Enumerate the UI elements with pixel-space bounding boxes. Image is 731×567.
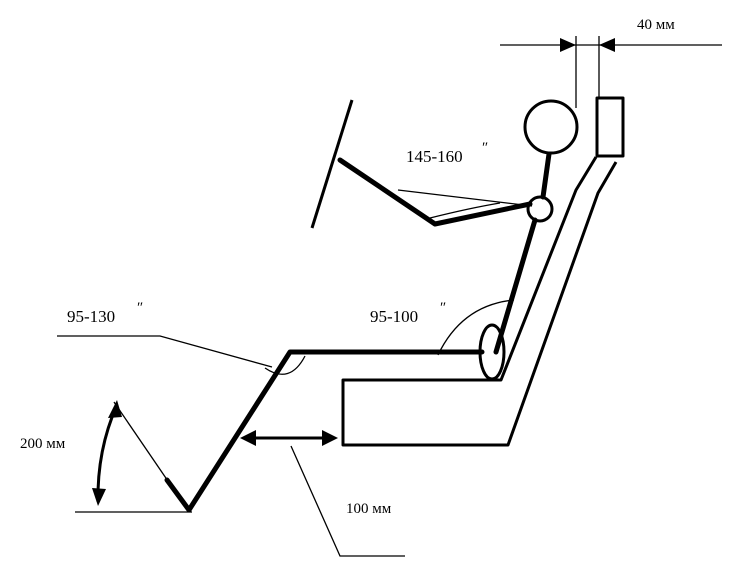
knee-angle-arc: [264, 355, 306, 375]
seat-distance-leader: [290, 445, 405, 557]
head-clearance-label: 40 мм: [637, 17, 675, 33]
leg: [164, 349, 485, 513]
elbow-angle-guide: [397, 189, 533, 207]
arm: [337, 157, 533, 227]
seat-distance-label: 100 мм: [346, 501, 392, 517]
steering-wheel: [310, 99, 354, 229]
neck: [540, 151, 552, 200]
knee-angle-label: 95-130: [67, 307, 115, 326]
pedal-travel-leader: [113, 401, 186, 507]
elbow-angle-label: 145-160: [406, 147, 463, 166]
pedal-arrow-bottom: [92, 488, 106, 506]
pedal-travel-label: 200 мм: [20, 436, 66, 452]
seat-distance-arrow-right: [322, 430, 338, 446]
pedal-arrow-top: [108, 400, 122, 418]
hip-degree-mark: ″: [440, 300, 446, 316]
head: [523, 99, 579, 155]
hip-angle-label: 95-100: [370, 307, 418, 326]
elbow-degree-mark: ″: [482, 140, 488, 156]
clearance-arrow-right: [599, 38, 615, 52]
clearance-arrow-left: [560, 38, 576, 52]
seat-distance-arrow-left: [240, 430, 256, 446]
knee-degree-mark: ″: [137, 300, 143, 316]
headrest: [595, 96, 625, 158]
pedal-travel-arc: [96, 404, 119, 503]
elbow-angle-arc: [429, 202, 501, 219]
torso: [493, 217, 538, 355]
hip-angle-arc: [437, 299, 515, 356]
knee-angle-leader: [57, 335, 273, 368]
shoulder-joint: [526, 195, 554, 223]
